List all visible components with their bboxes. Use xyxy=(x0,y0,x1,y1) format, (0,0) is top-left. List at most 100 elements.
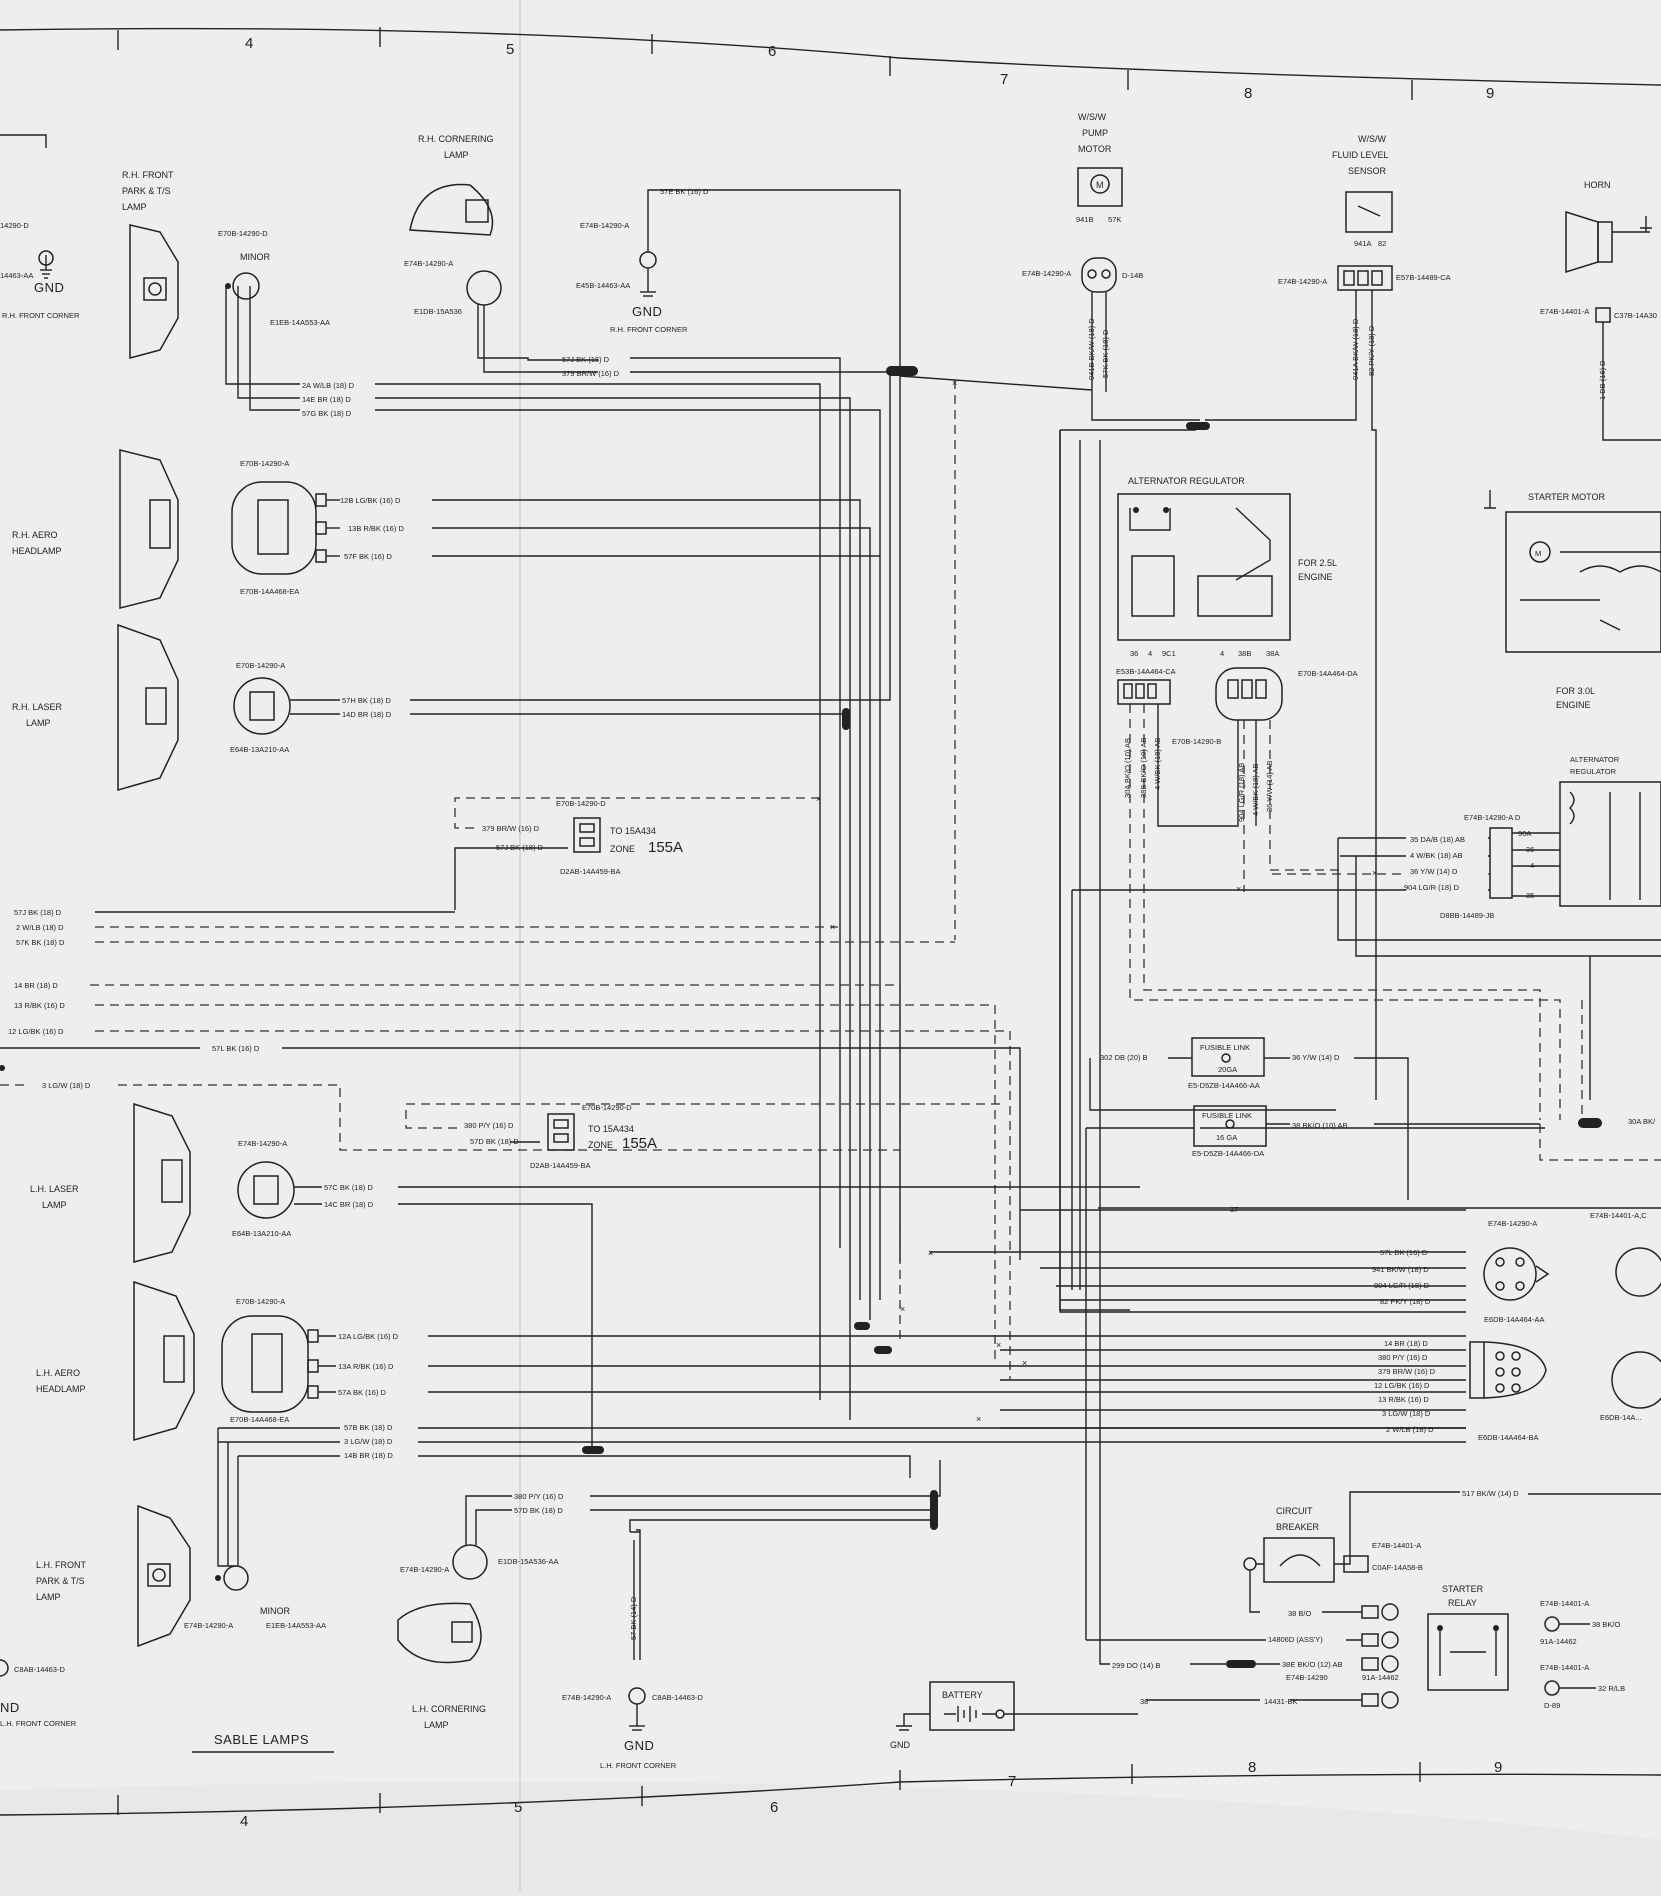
zc2-57d: 57D BK (18) D xyxy=(470,1137,519,1146)
wire-380: 380 P/Y (16) D xyxy=(514,1492,564,1501)
lh-aero-conn: E70B-14290-A xyxy=(236,1297,285,1306)
pump-title-2: PUMP xyxy=(1082,128,1108,138)
alt2-w4: 4 W/BK (18) AB xyxy=(1410,851,1463,860)
horn-part: C37B-14A30 xyxy=(1614,311,1657,320)
wire-alt-904: 904 LG/R (18) AB xyxy=(1237,763,1246,822)
lh-front-park-minor: MINOR xyxy=(260,1606,290,1616)
rc-57l: 57L BK (16) D xyxy=(1380,1248,1428,1257)
zc2-conn: E70B-14290-D xyxy=(582,1103,632,1112)
zone-top-4: 4 xyxy=(245,35,253,52)
wire-alt-36: 36 Y/W (14) AB xyxy=(1265,760,1274,812)
lh-front-park-title-2: PARK & T/S xyxy=(36,1576,85,1586)
lh-cornering-title-1: L.H. CORNERING xyxy=(412,1704,486,1714)
rhfc-conn: E74B-14290-A xyxy=(580,221,629,230)
pump-pin-941b: 941B xyxy=(1076,215,1094,224)
zone-top-8: 8 xyxy=(1244,85,1252,102)
lh-front-park-title-3: LAMP xyxy=(36,1592,61,1602)
rc-941: 941 BK/W (18) D xyxy=(1372,1265,1429,1274)
alt-pin-38b: 38B xyxy=(1238,649,1251,658)
fluid-title-1: W/S/W xyxy=(1358,134,1386,144)
rh-front-park-lamp: R.H. FRONT PARK & T/S LAMP E70B-14290-D … xyxy=(122,170,330,359)
splice-top xyxy=(886,366,918,376)
zone-bottom-5: 5 xyxy=(514,1799,522,1816)
battery: BATTERY GND 38 14431-BK xyxy=(890,1681,1399,1750)
alt2-conn: E74B-14290-A D xyxy=(1464,813,1521,822)
alt2-title-1: ALTERNATOR xyxy=(1570,755,1620,764)
wire-13b: 13B R/BK (16) D xyxy=(348,524,404,533)
rh-front-park-conn: E70B-14290-D xyxy=(218,229,268,238)
alt-pin-36: 36 xyxy=(1130,649,1138,658)
lh-laser-title-2: LAMP xyxy=(42,1200,67,1210)
rc-904: 904 LG/R (18) D xyxy=(1374,1281,1430,1290)
lh-front-park-lamp: L.H. FRONT PARK & T/S LAMP MINOR E74B-14… xyxy=(36,1504,326,1648)
wire-14806: 14806D (ASS'Y) xyxy=(1268,1635,1323,1644)
cb-part: C0AF-14A58-B xyxy=(1372,1563,1423,1572)
cb-title-2: BREAKER xyxy=(1276,1522,1320,1532)
rh-aero-part: E70B-14A468-EA xyxy=(240,587,299,596)
sr-part1: 91A-14462 xyxy=(1540,1637,1577,1646)
x-mark-5: × xyxy=(928,1248,933,1258)
wire-57-vertical: 57 BK (14) D xyxy=(629,1596,638,1640)
rh-aero-headlamp: R.H. AERO HEADLAMP E70B-14290-A E70B-14A… xyxy=(12,449,880,1320)
fl-w302: 302 DB (20) B xyxy=(1100,1053,1148,1062)
alt-conn2: E70B-14A464-DA xyxy=(1298,669,1358,678)
pump-conn: E74B-14290-A xyxy=(1022,269,1071,278)
wire-alt-4b: 4 W/BK (18) AB xyxy=(1251,763,1260,816)
splice-lh-bottom xyxy=(582,1446,604,1454)
x-mark-9: × xyxy=(976,1414,981,1424)
zc1-379: 379 BR/W (16) D xyxy=(482,824,540,833)
left-gnd-label: GND xyxy=(34,280,64,295)
lh-laser-lamp: L.H. LASER LAMP E74B-14290-A E64B-13A210… xyxy=(30,1102,1140,1450)
wire-alt-38b: 38B BK/O (10) AB xyxy=(1139,738,1148,798)
starter-title: STARTER MOTOR xyxy=(1528,492,1606,502)
zone-bottom-9: 9 xyxy=(1494,1759,1502,1776)
fl2-ga: 16 GA xyxy=(1216,1133,1237,1142)
wire-14b: 14B BR (18) D xyxy=(344,1451,393,1460)
left-gnd-note: R.H. FRONT CORNER xyxy=(2,311,80,320)
alt-conn1: E53B-14A464-CA xyxy=(1116,667,1176,676)
zc1-zone-num: 155A xyxy=(648,839,683,856)
splice-mid-1 xyxy=(854,1322,870,1330)
lh-aero-part: E70B-14A468-EA xyxy=(230,1415,289,1424)
lh-laser-conn: E74B-14290-A xyxy=(238,1139,287,1148)
alt2-part: D8BB-14489-JB xyxy=(1440,911,1494,920)
lh-laser-part: E64B-13A210-AA xyxy=(232,1229,291,1238)
zone-bottom-8: 8 xyxy=(1248,1759,1256,1776)
battery-gnd: GND xyxy=(890,1740,911,1750)
rh-front-park-part: E1EB-14A553-AA xyxy=(270,318,330,327)
wire-38-battery: 38 xyxy=(1140,1697,1148,1706)
wire-941a: 941A BK/W (18) D xyxy=(1351,318,1360,380)
alt-engine-1: FOR 2.5L xyxy=(1298,558,1337,568)
rh-front-park-title-1: R.H. FRONT xyxy=(122,170,174,180)
wire-57c: 57C BK (18) D xyxy=(324,1183,373,1192)
lw-2: 2 W/LB (18) D xyxy=(16,923,64,932)
lh-cornering-lamp: E74B-14290-A E1DB-15A536-AA L.H. CORNERI… xyxy=(397,1460,941,1730)
splice-fusible xyxy=(1578,1118,1602,1128)
sr-w38: 38 BK/O xyxy=(1592,1620,1621,1629)
lw-57j: 57J BK (18) D xyxy=(14,908,62,917)
fluid-pin-82: 82 xyxy=(1378,239,1386,248)
zc1-zone: ZONE xyxy=(610,844,635,854)
rc-2: 2 W/LB (18) D xyxy=(1386,1425,1434,1434)
lw-57l: 57L BK (16) D xyxy=(212,1044,260,1053)
wire-57e: 57E BK (16) D xyxy=(660,187,709,196)
zc2-to: TO 15A434 xyxy=(588,1124,634,1134)
alternator-regulator-25l: ALTERNATOR REGULATOR FOR 2.5L ENGINE 36 … xyxy=(1116,476,1561,1120)
x-mark-10: × xyxy=(1372,868,1377,878)
wire-379: 379 BR/W (16) D xyxy=(562,369,620,378)
wire-57d: 57D BK (18) D xyxy=(514,1506,563,1515)
rc-380: 380 P/Y (16) D xyxy=(1378,1353,1428,1362)
lh-bottom-wires: 57B BK (18) D 3 LG/W (18) D 14B BR (18) … xyxy=(217,1248,1466,1567)
rh-front-park-title-3: LAMP xyxy=(122,202,147,212)
alt-pin-9c1: 9C1 xyxy=(1162,649,1176,658)
rh-laser-title-1: R.H. LASER xyxy=(12,702,63,712)
horn-conn: E74B-14401-A xyxy=(1540,307,1589,316)
lw-13: 13 R/BK (16) D xyxy=(14,1001,65,1010)
lh-cornering-title-2: LAMP xyxy=(424,1720,449,1730)
fluid-part: E57B-14489-CA xyxy=(1396,273,1451,282)
rh-cornering-title-1: R.H. CORNERING xyxy=(418,134,494,144)
x-mark-8: × xyxy=(1022,1358,1027,1368)
circuit-breaker: CIRCUIT BREAKER E74B-14401-A C0AF-14A58-… xyxy=(1243,1489,1661,1621)
zc2-380: 380 P/Y (16) D xyxy=(464,1121,514,1130)
